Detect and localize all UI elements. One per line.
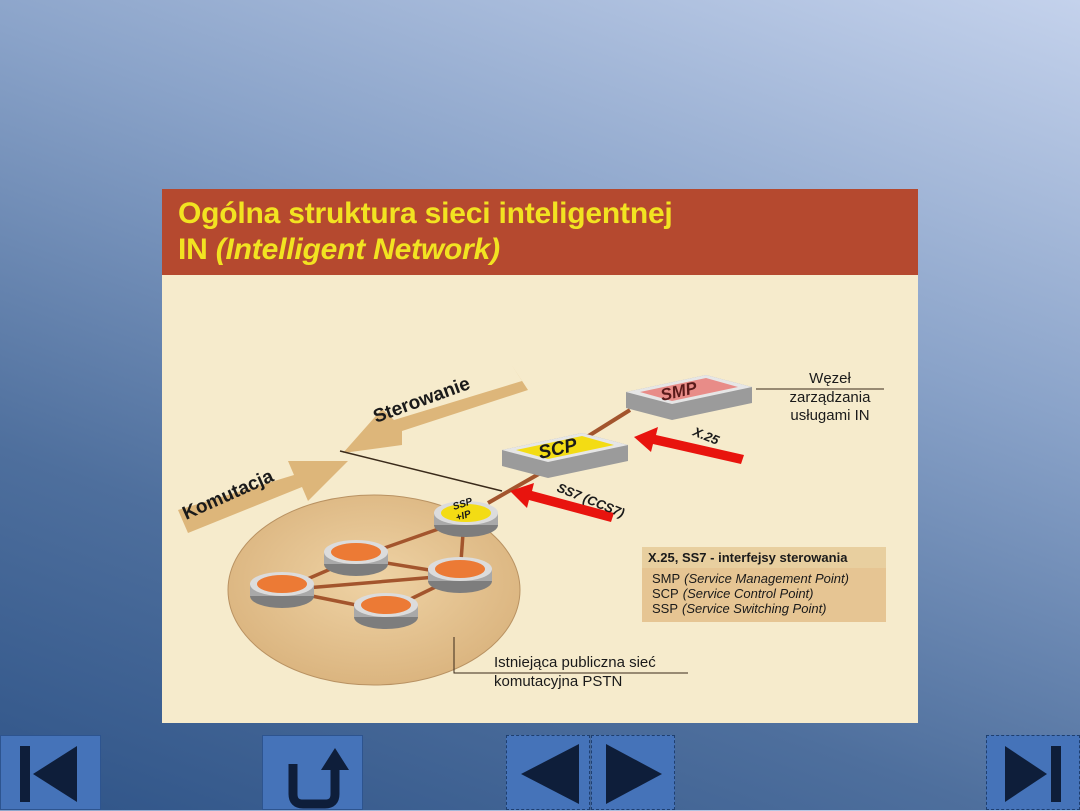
in-structure-diagram: Sterowanie Komutacja xyxy=(178,364,886,690)
komutacja-arrow xyxy=(178,461,348,533)
smp-annotation-line3: usługami IN xyxy=(790,407,869,424)
title-italic: (Intelligent Network) xyxy=(215,233,500,266)
pstn-node xyxy=(324,540,388,576)
pstn-area xyxy=(227,494,521,686)
legend-abbr: SMP xyxy=(652,571,680,586)
return-icon xyxy=(288,748,349,809)
return-button[interactable] xyxy=(262,735,363,810)
legend-row: SCP (Service Control Point) xyxy=(652,586,814,601)
title-prefix: IN xyxy=(178,233,216,266)
slide-title-line2: IN (Intelligent Network) xyxy=(178,233,500,267)
pstn-annotation-line xyxy=(453,637,688,674)
smp-annotation-line2: zarządzania xyxy=(790,389,872,406)
last-slide-icon xyxy=(1005,746,1061,802)
legend-full: (Service Management Point) xyxy=(684,571,849,586)
legend-full: (Service Switching Point) xyxy=(682,601,827,616)
link-smp-scp xyxy=(580,408,632,442)
pstn-node xyxy=(428,557,492,593)
previous-slide-icon xyxy=(521,744,579,804)
plane-divider xyxy=(339,450,503,492)
title-bar: Ogólna struktura sieci inteligentnej IN … xyxy=(162,189,918,275)
legend-abbr: SCP xyxy=(652,586,679,601)
slide-title-line1: Ogólna struktura sieci inteligentnej xyxy=(178,197,673,230)
scp-node: SCP xyxy=(502,433,628,478)
first-slide-icon xyxy=(20,746,77,802)
x25-red-arrow xyxy=(634,427,744,464)
last-slide-button[interactable] xyxy=(986,735,1080,810)
legend-row: SMP (Service Management Point) xyxy=(652,571,849,586)
legend-full: (Service Control Point) xyxy=(683,586,814,601)
ssp-label-line2: +IP xyxy=(455,509,473,524)
pstn-annotation-line2: komutacyjna PSTN xyxy=(494,673,622,690)
pstn-node xyxy=(354,593,418,629)
pstn-node xyxy=(250,572,314,608)
legend-heading: X.25, SS7 - interfejsy sterowania xyxy=(648,550,848,565)
smp-node: SMP xyxy=(626,375,752,420)
next-slide-icon xyxy=(606,744,662,804)
next-slide-button[interactable] xyxy=(591,735,675,810)
pstn-annotation-line1: Istniejąca publiczna sieć xyxy=(494,654,656,671)
slide-panel: Ogólna struktura sieci inteligentnej IN … xyxy=(162,189,918,723)
sterowanie-arrow xyxy=(343,364,528,453)
legend-abbr: SSP xyxy=(652,601,678,616)
legend-row: SSP (Service Switching Point) xyxy=(652,601,827,616)
ssp-node: SSP +IP xyxy=(434,496,498,537)
ss7-red-arrow xyxy=(510,483,614,522)
link-scp-ssp xyxy=(487,469,545,505)
smp-annotation-line1: Węzeł xyxy=(809,370,851,387)
previous-slide-button[interactable] xyxy=(506,735,590,810)
first-slide-button[interactable] xyxy=(0,735,101,810)
legend-box: X.25, SS7 - interfejsy sterowania SMP(Se… xyxy=(642,547,886,622)
